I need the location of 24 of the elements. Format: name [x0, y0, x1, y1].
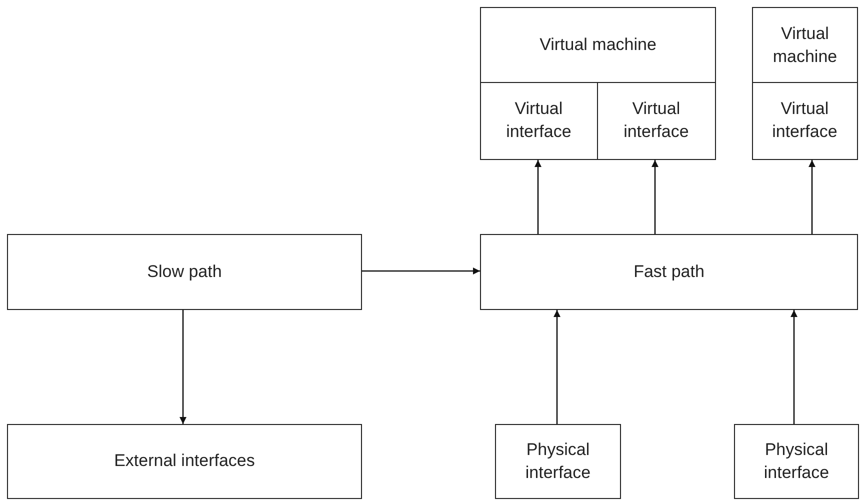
process-box [480, 234, 858, 310]
node-label: Fast path [634, 260, 704, 283]
process-box [495, 424, 621, 499]
process-box [7, 424, 362, 499]
node-label: External interfaces [114, 450, 255, 472]
machine-box [752, 7, 858, 160]
arrow [790, 310, 798, 424]
arrow [554, 310, 560, 424]
node-label: Physical interface [524, 438, 592, 484]
node-label: Virtual interface [505, 98, 572, 143]
arrow [808, 160, 816, 234]
node-label: Physical interface [762, 438, 830, 484]
arrow [534, 160, 542, 234]
process-box [734, 424, 859, 499]
node-label: Virtual machine [540, 34, 656, 56]
arrow [180, 310, 186, 424]
arrow [362, 268, 480, 274]
machine-box [480, 7, 716, 160]
node-label: Virtual machine [772, 22, 838, 68]
node-label: Virtual interface [622, 98, 690, 143]
node-label: Virtual interface [771, 98, 838, 143]
process-box [7, 234, 362, 310]
node-label: Slow path [147, 260, 222, 283]
arrow [652, 160, 658, 234]
